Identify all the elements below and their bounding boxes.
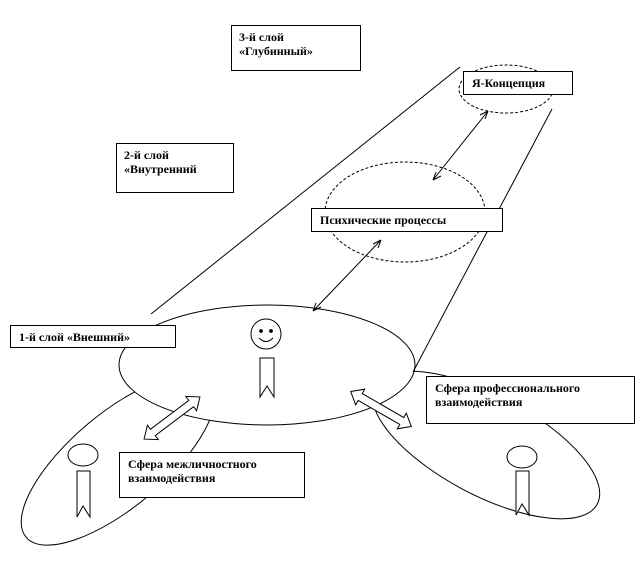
self-psych-arrow: [432, 110, 489, 181]
mental-processes-label: Психические процессы: [311, 208, 503, 232]
psych-outer-arrow: [312, 239, 382, 312]
cone-left-line: [150, 66, 461, 315]
layer3-label: 3-й слой «Глубинный»: [231, 25, 361, 71]
layer1-label: 1-й слой «Внешний»: [10, 325, 176, 348]
cone-right-line: [412, 108, 553, 373]
interpersonal-sphere-label: Сфера межличностного взаимодействия: [119, 452, 305, 498]
professional-sphere-label: Сфера профессионального взаимодействия: [426, 376, 635, 424]
person-right-icon: [506, 445, 538, 517]
layer2-label: 2-й слой «Внутренний: [116, 143, 234, 193]
person-smiling-icon: [250, 318, 282, 399]
self-concept-label: Я-Концепция: [463, 71, 573, 95]
person-left-icon: [67, 443, 99, 519]
